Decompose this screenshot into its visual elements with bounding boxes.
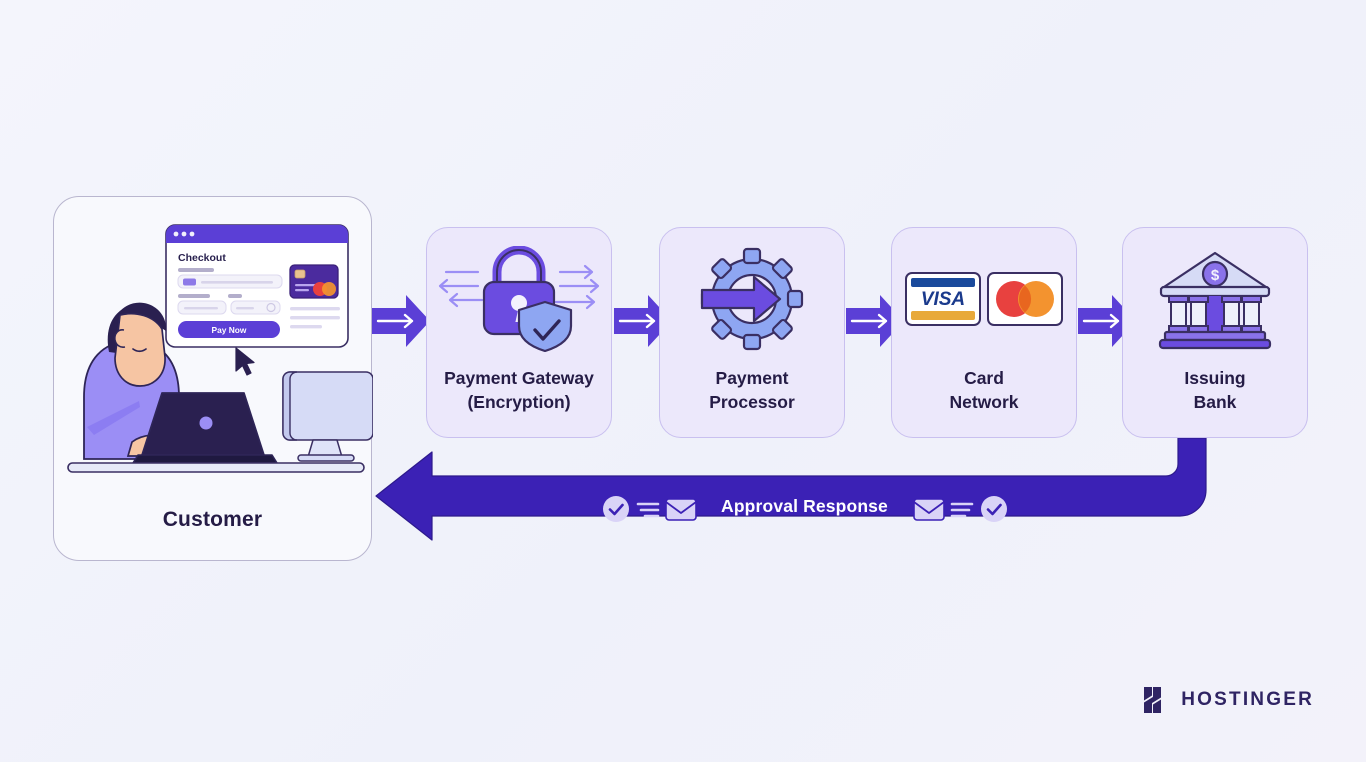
network-label-line1: Card [964,368,1004,388]
issuing-bank-node[interactable]: $ [1122,227,1308,438]
svg-text:Pay Now: Pay Now [212,325,247,335]
desk-line [67,462,365,473]
payment-gateway-label: Payment Gateway (Encryption) [433,366,605,414]
customer-node[interactable]: Checkout Pay Now [53,196,373,561]
speed-lines-icon [636,502,660,518]
payment-gateway-node[interactable]: Payment Gateway (Encryption) [426,227,612,438]
payment-processor-label: Payment Processor [666,366,838,414]
gear-arrow-icon [660,244,844,354]
card-network-label: Card Network [898,366,1070,414]
bank-icon: $ [1123,244,1307,354]
person-illustration [83,302,278,464]
network-label-line2: Network [949,392,1019,413]
approval-icons-left [603,496,697,522]
check-circle-icon [981,496,1007,522]
svg-text:Checkout: Checkout [178,252,226,264]
issuing-bank-label: Issuing Bank [1129,366,1301,414]
bank-label-line2: Bank [1193,392,1237,413]
checkout-window: Checkout Pay Now [165,224,349,348]
visa-logo: VISA [905,272,981,326]
processor-label-line1: Payment [715,368,789,388]
speed-lines-icon [950,502,974,518]
gateway-label-line2: (Encryption) [467,392,571,413]
svg-text:$: $ [1211,267,1220,284]
customer-label: Customer [162,508,263,531]
arrow-customer-to-gateway [372,295,430,347]
cursor-icon [235,347,255,376]
envelope-icon [665,498,697,521]
processor-label-line2: Processor [709,392,795,413]
check-circle-icon [603,496,629,522]
gateway-label-line1: Payment Gateway [444,368,594,388]
mastercard-logo [987,272,1063,326]
visa-wordmark: VISA [921,289,965,310]
card-brands-icon: VISA [892,244,1076,354]
lock-shield-icon [427,244,611,354]
payment-processor-node[interactable]: Payment Processor [659,227,845,438]
arrow-gateway-to-processor [614,295,672,347]
brand-name: HOSTINGER [1181,689,1314,710]
approval-icons-right [913,496,1007,522]
envelope-icon [913,498,945,521]
arrow-network-to-bank [1078,295,1136,347]
hostinger-h-icon [1144,687,1162,713]
customer-illustration: Checkout Pay Now [67,224,373,473]
card-network-node[interactable]: VISA Card Network [891,227,1077,438]
approval-response-label: Approval Response [721,496,888,516]
monitor-illustration [282,371,373,462]
bank-label-line1: Issuing [1184,368,1246,388]
arrow-processor-to-network [846,295,904,347]
brand-logo: HOSTINGER [1143,686,1314,714]
